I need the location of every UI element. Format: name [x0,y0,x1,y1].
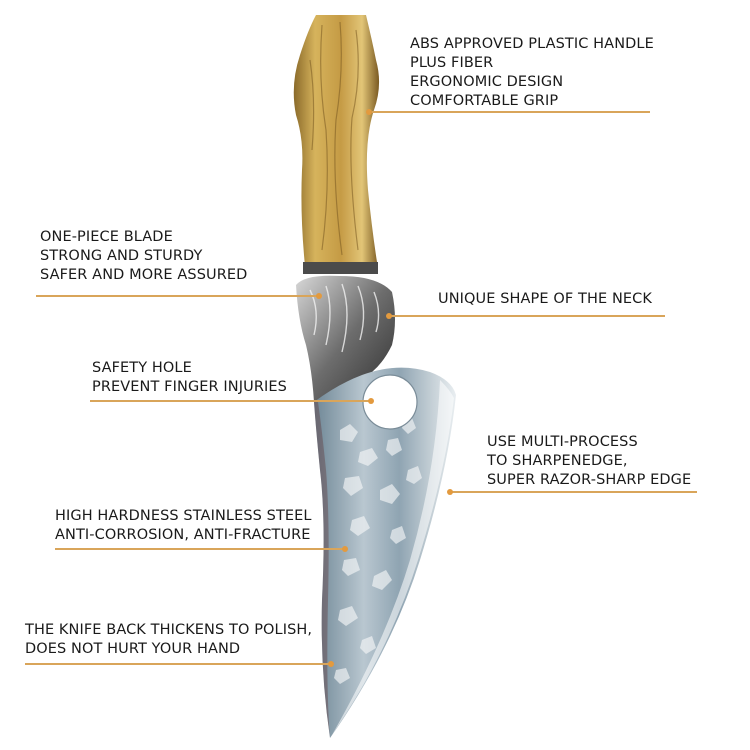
callout-blade-line: STRONG AND STURDY [40,248,203,264]
safety-hole [363,375,417,429]
leader-dot-steel [342,546,348,552]
callout-back: THE KNIFE BACK THICKENS TO POLISH, DOES … [25,621,312,659]
leader-dot-handle [366,109,372,115]
knife-handle [293,15,380,266]
blade-spine [314,402,330,738]
blade-edge-highlight [332,380,454,735]
callout-neck-line: UNIQUE SHAPE OF THE NECK [438,291,653,307]
callout-hole: SAFETY HOLE PREVENT FINGER INJURIES [92,359,287,397]
leader-dot-back [328,661,334,667]
leader-line-neck [390,315,665,317]
callout-edge-line: SUPER RAZOR-SHARP EDGE [487,472,692,488]
callout-handle-line: PLUS FIBER [410,55,494,71]
leader-line-steel [55,548,345,550]
knife-blade [314,367,456,738]
callout-edge-line: TO SHARPENEDGE, [487,453,628,469]
leader-line-blade [36,295,318,297]
callout-steel-line: HIGH HARDNESS STAINLESS STEEL [55,508,312,524]
leader-line-handle [372,111,650,113]
callout-handle-line: ABS APPROVED PLASTIC HANDLE [410,36,654,52]
neck-engraving [309,283,380,353]
callout-handle: ABS APPROVED PLASTIC HANDLE PLUS FIBER E… [410,35,654,111]
callout-back-line: DOES NOT HURT YOUR HAND [25,641,241,657]
callout-hole-line: SAFETY HOLE [92,360,192,376]
callout-hole-line: PREVENT FINGER INJURIES [92,379,287,395]
callout-blade-line: ONE-PIECE BLADE [40,229,173,245]
leader-line-back [25,663,333,665]
hammered-pattern [334,418,422,684]
leader-dot-edge [447,489,453,495]
callout-steel-line: ANTI-CORROSION, ANTI-FRACTURE [55,527,311,543]
callout-blade-line: SAFER AND MORE ASSURED [40,267,248,283]
leader-dot-neck [386,313,392,319]
leader-dot-blade [316,293,322,299]
callout-steel: HIGH HARDNESS STAINLESS STEEL ANTI-CORRO… [55,507,312,545]
callout-neck: UNIQUE SHAPE OF THE NECK [438,290,652,309]
safety-hole-rim [362,374,418,430]
leader-line-hole [90,400,370,402]
callout-edge-line: USE MULTI-PROCESS [487,434,638,450]
callout-blade: ONE-PIECE BLADE STRONG AND STURDY SAFER … [40,228,247,285]
callout-back-line: THE KNIFE BACK THICKENS TO POLISH, [25,622,313,638]
knife-collar [303,262,378,274]
leader-line-edge [452,491,697,493]
leader-dot-hole [368,398,374,404]
callout-handle-line: ERGONOMIC DESIGN [410,74,564,90]
handle-grain [309,21,359,256]
callout-edge: USE MULTI-PROCESS TO SHARPENEDGE, SUPER … [487,433,691,490]
callout-handle-line: COMFORTABLE GRIP [410,93,559,109]
